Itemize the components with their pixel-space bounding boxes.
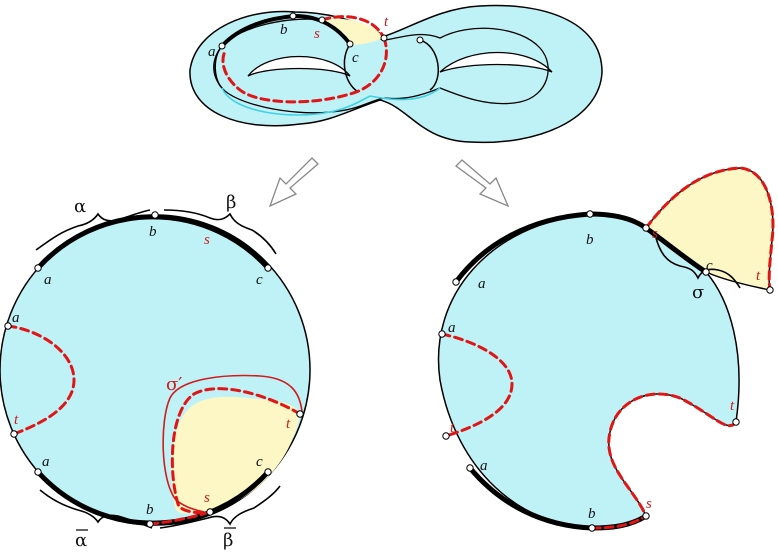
brace-beta-bar	[159, 485, 281, 529]
right-point-s-top	[642, 224, 650, 232]
right-disk-dashed-left	[440, 332, 514, 438]
brace-alpha	[35, 209, 151, 251]
right-point-b-bot	[588, 524, 596, 532]
right-label-t-left: t	[450, 420, 455, 436]
torus-point-back	[416, 36, 424, 44]
left-label-t-right: t	[286, 416, 291, 432]
torus-point-a	[218, 42, 226, 50]
torus-label-b: b	[280, 22, 288, 38]
right-point-t-left	[442, 432, 450, 440]
right-label-t-flap: t	[756, 268, 761, 284]
left-label-b-bot: b	[146, 502, 154, 518]
torus-label-s: s	[314, 26, 320, 42]
right-disk-arc-top-thin	[644, 225, 708, 275]
right-label-c-top: c	[706, 258, 713, 274]
label-beta: β	[226, 192, 236, 213]
right-disk-arc-top	[453, 211, 648, 284]
right-point-b-top	[586, 210, 594, 218]
label-beta-bar: β	[223, 527, 236, 551]
left-label-c-bot: c	[256, 454, 263, 470]
torus-hole-left	[247, 55, 351, 77]
torus-label-a: a	[208, 44, 216, 60]
torus-yellow-region	[322, 18, 384, 45]
torus-point-t	[380, 34, 388, 42]
torus-loop-c	[343, 43, 359, 93]
left-disk-dashed-right	[170, 387, 302, 515]
torus-body	[189, 4, 603, 144]
right-label-a-top: a	[478, 276, 486, 292]
left-point-a-mid	[4, 322, 12, 330]
label-alpha: α	[74, 196, 86, 217]
left-label-t-left: t	[14, 412, 19, 428]
left-disk-dashed-bottom	[148, 510, 212, 526]
right-disk-dashed-notch	[607, 392, 738, 518]
right-disk-dashed-bottom	[590, 514, 648, 530]
right-point-a-bot	[466, 464, 474, 472]
svg-text:β: β	[223, 530, 233, 551]
left-disk-dashed-left	[6, 324, 76, 436]
torus-point-c	[346, 40, 354, 48]
svg-text:α: α	[75, 530, 87, 551]
left-point-s-bot	[206, 508, 214, 516]
label-sigma: σ	[692, 282, 704, 303]
sigma-prime-bracket	[162, 374, 303, 513]
torus-label-t: t	[384, 14, 389, 30]
left-label-c-top: c	[256, 272, 263, 288]
left-point-c-bot	[264, 468, 272, 476]
torus-point-b	[289, 12, 297, 20]
right-disk-flap-dashed	[644, 166, 775, 292]
brace-beta	[163, 209, 277, 255]
torus-hole-right	[439, 51, 553, 73]
right-label-a-bot: a	[480, 458, 488, 474]
left-point-c-top	[264, 264, 272, 272]
right-point-c-top	[702, 268, 710, 276]
double-torus: a b s t c	[189, 4, 603, 144]
right-point-t-right	[732, 418, 740, 426]
left-point-a-bot	[34, 468, 42, 476]
torus-label-c: c	[352, 50, 359, 66]
left-disk: α β α β σ′ b s a c a t t a c b s	[0, 192, 311, 551]
right-point-t-flap	[766, 286, 774, 294]
torus-point-s	[318, 16, 326, 24]
torus-cyan-curve-right	[369, 87, 441, 101]
brace-alpha-bar	[39, 489, 153, 529]
left-point-t-right	[296, 410, 304, 418]
torus-cyan-curve-left	[221, 87, 371, 116]
right-label-b-top: b	[586, 232, 594, 248]
label-sigma-prime: σ′	[166, 374, 182, 395]
torus-dashed-curve-top	[320, 15, 386, 40]
torus-loop-right	[419, 39, 439, 91]
left-label-a-bot: a	[42, 454, 50, 470]
left-label-s-bot: s	[204, 490, 210, 506]
right-disk: σ b s c t a a t t a b s	[437, 166, 775, 532]
left-label-a-top: a	[44, 272, 52, 288]
label-alpha-bar: α	[75, 529, 88, 551]
brace-sigma	[655, 237, 741, 289]
left-label-a-mid: a	[12, 310, 20, 326]
left-point-t-left	[10, 430, 18, 438]
torus-dashed-curve	[221, 36, 388, 104]
left-label-b-top: b	[149, 224, 157, 240]
right-point-a-mid	[438, 330, 446, 338]
left-label-s-top: s	[204, 232, 210, 248]
left-point-b-bot	[146, 520, 154, 528]
right-label-a-mid: a	[448, 320, 456, 336]
right-point-a-top	[452, 278, 460, 286]
left-point-a-top	[34, 264, 42, 272]
torus-loop-a	[214, 45, 223, 89]
right-label-s-bot: s	[646, 496, 652, 512]
right-label-b-bot: b	[588, 506, 596, 522]
right-label-t-right: t	[730, 398, 735, 414]
right-point-s-bot	[642, 512, 650, 520]
right-label-s-top: s	[652, 226, 658, 242]
left-point-b-top	[151, 211, 159, 219]
down-left-arrow	[268, 157, 319, 208]
down-right-arrow	[455, 159, 510, 208]
left-disk-yellow-region	[171, 396, 300, 514]
